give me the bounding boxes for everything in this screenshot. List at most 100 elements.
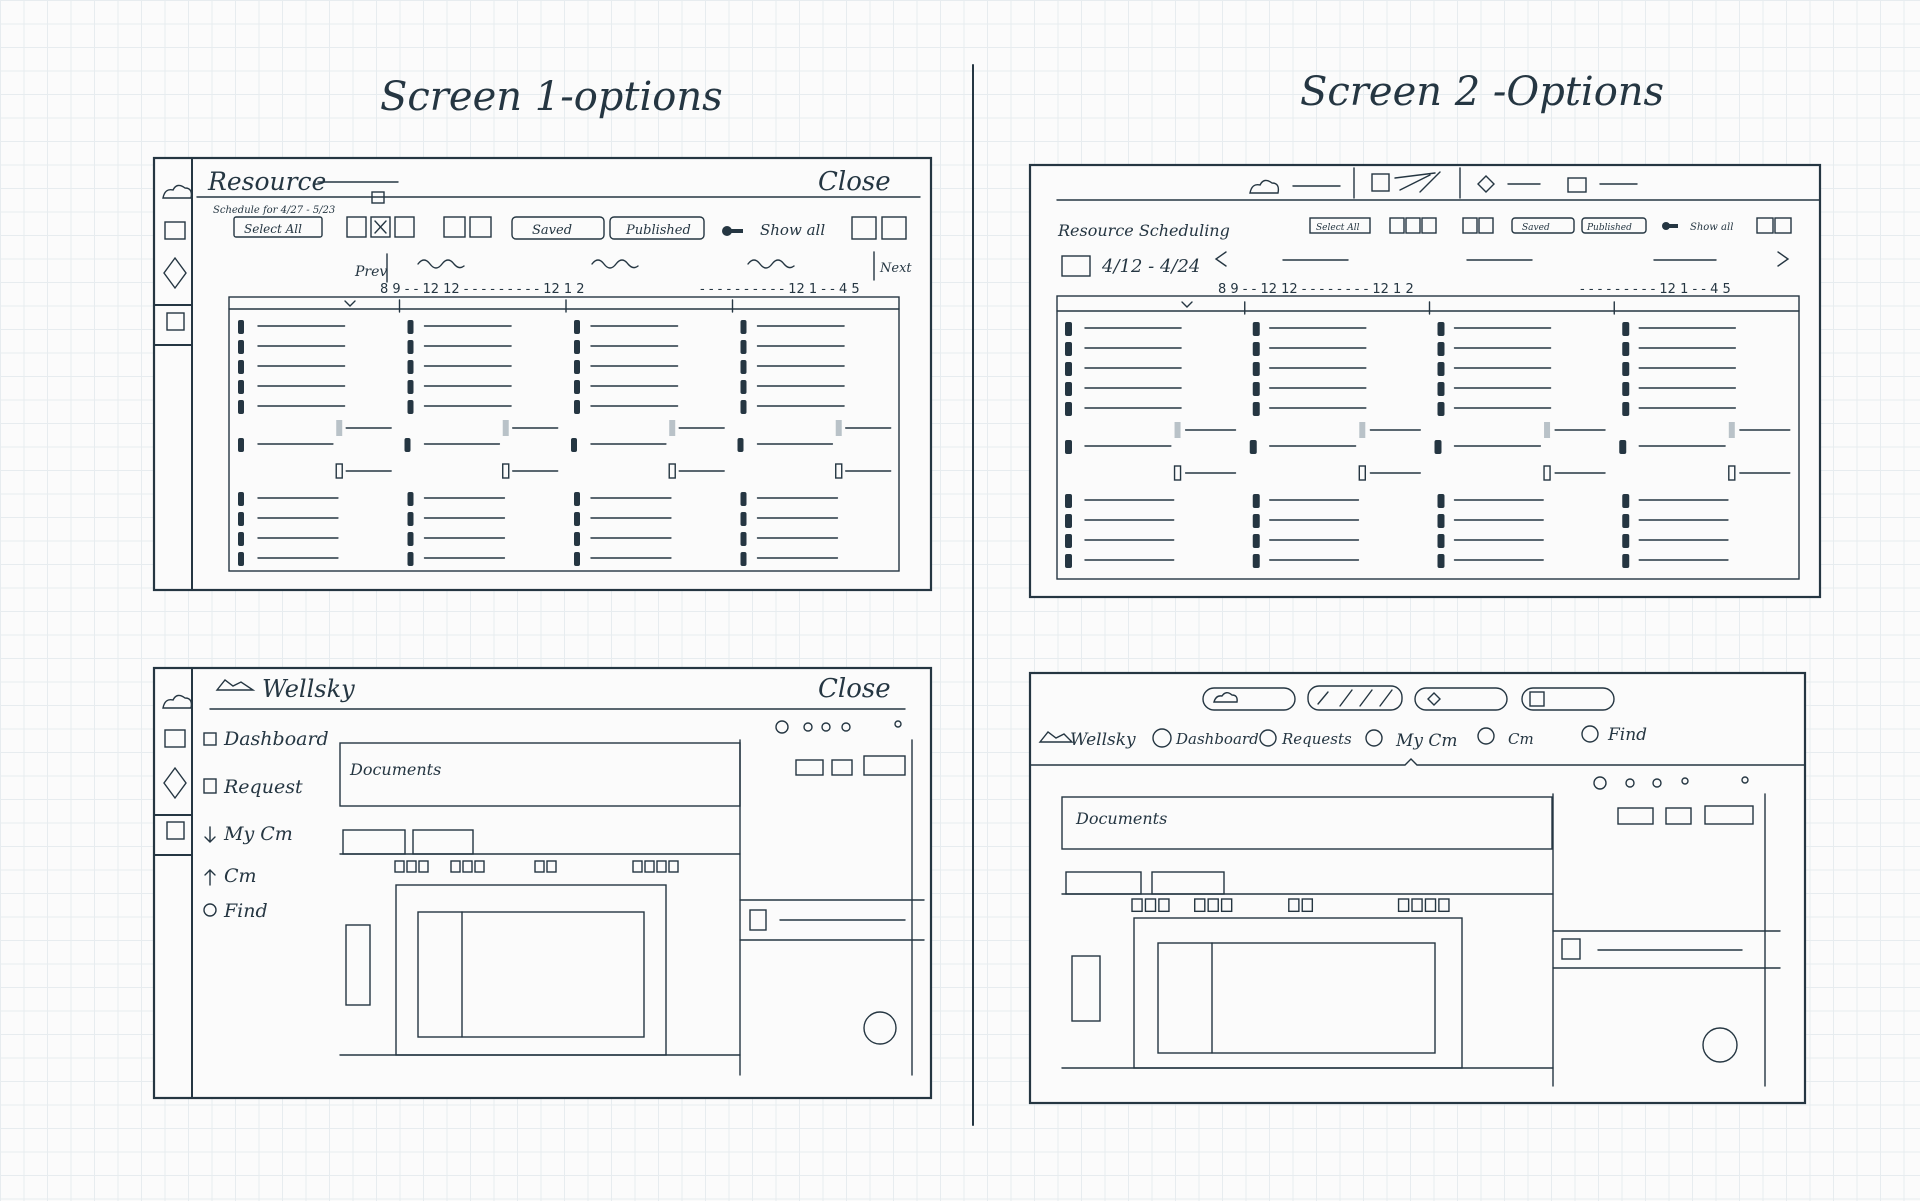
inbox-icon[interactable] xyxy=(166,821,185,840)
viewer-tool-button xyxy=(1131,898,1143,913)
diamond-icon xyxy=(1427,692,1441,706)
window-frame xyxy=(1028,671,1807,1105)
saved-button[interactable] xyxy=(511,216,605,240)
bell-icon[interactable] xyxy=(775,720,789,734)
action-chip[interactable] xyxy=(1665,807,1692,825)
grid-columns xyxy=(1065,301,1791,568)
nav-dashboard[interactable]: Dashboard xyxy=(223,728,329,750)
resource-bar xyxy=(238,512,244,526)
filter-icon[interactable] xyxy=(1756,217,1774,234)
filter-icon[interactable] xyxy=(851,216,877,240)
active-pill-scribble xyxy=(1317,689,1393,707)
next-arrow-icon[interactable] xyxy=(1777,251,1790,267)
select-all-label: Select All xyxy=(1316,223,1360,233)
resource-bar xyxy=(1434,440,1442,454)
published-button[interactable] xyxy=(609,216,705,240)
nav-find[interactable]: Find xyxy=(1607,725,1647,745)
undo-icon[interactable] xyxy=(443,216,466,238)
nav-request[interactable]: Request xyxy=(223,776,303,798)
status-dot xyxy=(1741,776,1749,784)
paste-icon[interactable] xyxy=(394,216,415,238)
thumbnail-icon[interactable] xyxy=(1071,955,1101,1022)
copy-icon[interactable] xyxy=(1389,217,1405,234)
column-dropdown-chevron[interactable] xyxy=(1181,301,1193,308)
mail-icon[interactable] xyxy=(1567,177,1587,193)
prev-link[interactable]: Prev xyxy=(354,264,387,280)
resource-bar xyxy=(740,492,747,506)
shift-marker xyxy=(335,463,343,479)
diamond-icon[interactable] xyxy=(1477,175,1495,193)
close-link[interactable]: Close xyxy=(818,674,891,704)
published-button[interactable] xyxy=(1581,217,1647,234)
chat-icon[interactable] xyxy=(1702,1027,1738,1063)
action-chip[interactable] xyxy=(1704,805,1754,825)
toggle-track[interactable] xyxy=(727,229,743,233)
prev-arrow-icon[interactable] xyxy=(1214,251,1227,267)
viewer-toolbar[interactable] xyxy=(394,860,679,873)
diamond-icon[interactable] xyxy=(163,766,187,800)
nav-dashboard[interactable]: Dashboard xyxy=(1175,730,1259,748)
undo-icon[interactable] xyxy=(1462,217,1478,234)
cloud-icon[interactable] xyxy=(162,694,193,709)
inbox-icon[interactable] xyxy=(166,312,185,331)
select-all-button[interactable] xyxy=(1309,217,1371,234)
action-chip[interactable] xyxy=(1617,807,1654,825)
pill-cloud[interactable] xyxy=(1202,687,1296,711)
pill-mail[interactable] xyxy=(1521,687,1615,711)
resource-bar xyxy=(1437,382,1445,396)
resource-bar xyxy=(407,320,414,334)
nav-my-cm[interactable]: My Cm xyxy=(223,823,293,845)
mail-icon xyxy=(1529,691,1545,707)
delete-icon[interactable] xyxy=(370,216,391,238)
resource-bar xyxy=(407,512,414,526)
pill-inbox-active[interactable] xyxy=(1307,685,1403,711)
resource-bar xyxy=(238,320,244,334)
paste-icon[interactable] xyxy=(1421,217,1437,234)
cloud-icon[interactable] xyxy=(1249,179,1280,194)
pill-diamond[interactable] xyxy=(1414,687,1508,711)
resource-bar xyxy=(574,532,580,546)
nav-my-cm[interactable]: My Cm xyxy=(1395,731,1458,751)
viewer-tool-button xyxy=(394,860,405,873)
chat-icon[interactable] xyxy=(863,1011,897,1045)
calendar-icon[interactable] xyxy=(1061,255,1091,277)
cloud-icon xyxy=(162,184,193,199)
resource-bar xyxy=(1622,514,1630,528)
attachment-icon[interactable] xyxy=(1561,938,1581,960)
resource-bar xyxy=(407,400,414,414)
square-icon[interactable] xyxy=(164,729,186,748)
column-dropdown-chevron[interactable] xyxy=(344,300,356,307)
nav-requests[interactable]: Requests xyxy=(1281,730,1352,748)
action-chip[interactable] xyxy=(863,755,906,776)
nav-cm[interactable]: Cm xyxy=(1508,730,1534,748)
copy-icon[interactable] xyxy=(346,216,367,238)
resource-bar xyxy=(1065,554,1072,568)
redo-icon[interactable] xyxy=(469,216,492,238)
resource-bar xyxy=(740,380,747,394)
inbox-icon[interactable] xyxy=(1371,173,1390,192)
delete-icon[interactable] xyxy=(1405,217,1421,234)
shift-marker xyxy=(835,463,843,479)
nav-find[interactable]: Find xyxy=(223,900,268,922)
toggle-track[interactable] xyxy=(1666,224,1678,228)
refresh-icon[interactable] xyxy=(1774,217,1792,234)
viewer-toolbar[interactable] xyxy=(1131,898,1450,913)
viewer-tool-button xyxy=(1158,898,1170,913)
attachment-icon[interactable] xyxy=(749,909,767,931)
thumbnail-icon[interactable] xyxy=(345,924,371,1006)
close-link[interactable]: Close xyxy=(818,167,891,197)
bell-icon[interactable] xyxy=(1593,776,1607,790)
published-label: Published xyxy=(625,223,691,238)
shift-marker xyxy=(1544,422,1551,438)
resource-bar xyxy=(574,492,580,506)
select-all-button[interactable] xyxy=(233,216,323,238)
next-link[interactable]: Next xyxy=(879,261,912,276)
saved-button[interactable] xyxy=(1511,217,1575,234)
action-chip[interactable] xyxy=(795,759,824,776)
refresh-icon[interactable] xyxy=(881,216,907,240)
calendar-icon[interactable] xyxy=(371,191,385,204)
redo-icon[interactable] xyxy=(1478,217,1494,234)
action-chip[interactable] xyxy=(831,759,853,776)
nav-cm[interactable]: Cm xyxy=(224,865,257,887)
